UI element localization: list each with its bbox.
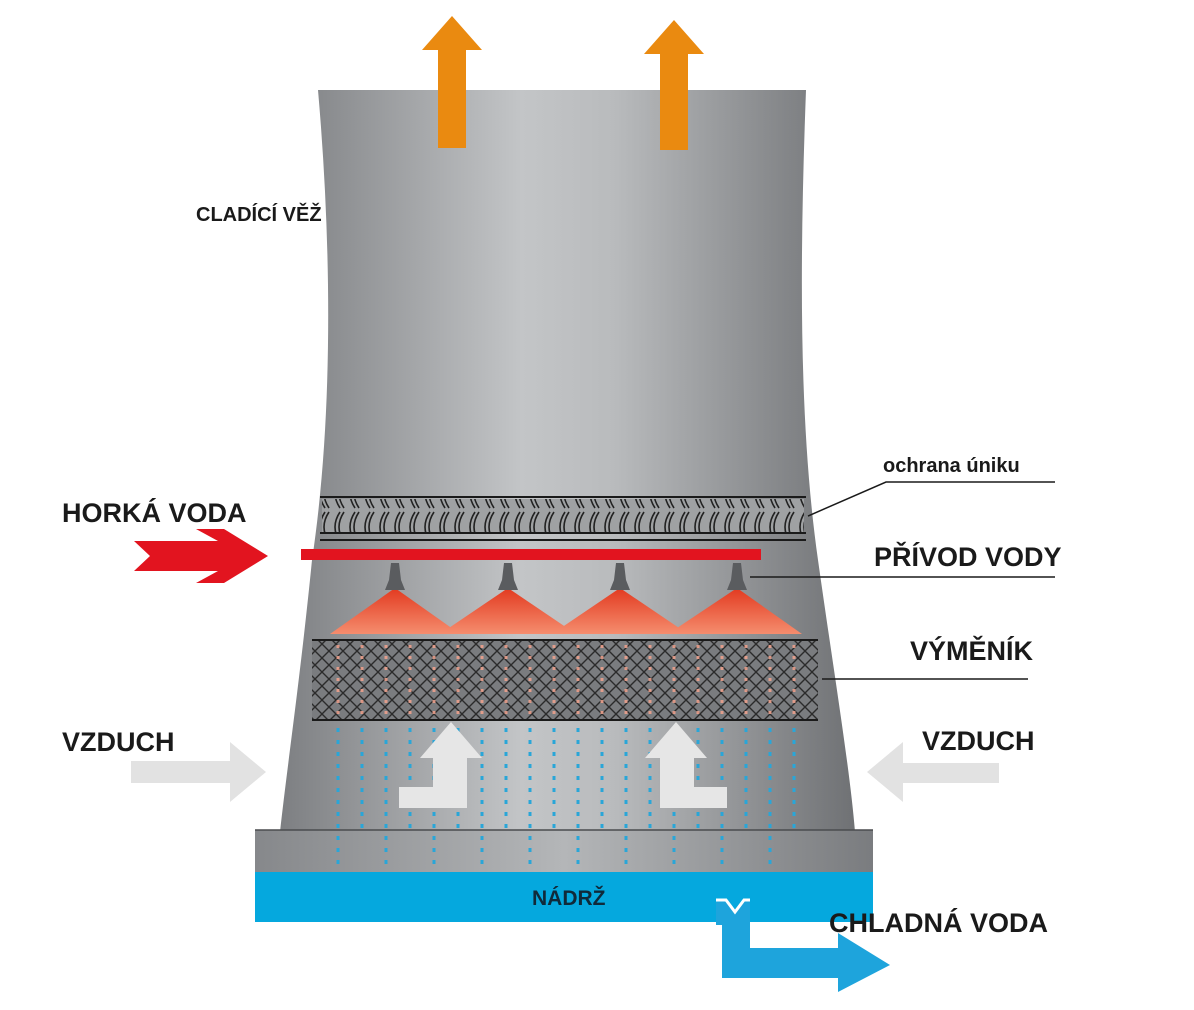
label-hot-water: HORKÁ VODA xyxy=(62,498,247,528)
water-tank xyxy=(255,872,873,922)
label-exchanger: VÝMĚNÍK xyxy=(910,636,1034,666)
arrow-up-icon xyxy=(422,16,704,150)
spray-cones xyxy=(330,588,802,634)
label-air-left: VZDUCH xyxy=(62,727,175,757)
tower-base xyxy=(255,830,873,872)
outflow-arrow-icon xyxy=(716,898,890,992)
arrow-horizontal-icon xyxy=(131,742,999,802)
warm-drops xyxy=(336,645,796,716)
label-air-right: VZDUCH xyxy=(922,726,1035,756)
drift-eliminator xyxy=(320,496,806,541)
label-water-supply: PŘÍVOD VODY xyxy=(874,542,1062,572)
water-supply-pipe xyxy=(301,549,761,560)
heat-exchanger xyxy=(312,639,818,721)
label-drift-eliminator: ochrana úniku xyxy=(883,455,1020,477)
leader-lines xyxy=(750,481,1055,680)
arrow-right-icon xyxy=(134,529,268,583)
label-tank: NÁDRŽ xyxy=(532,887,606,910)
spray-nozzle-icon xyxy=(385,563,747,590)
arrow-bend-up-icon xyxy=(399,722,727,808)
label-cold-water: CHLADNÁ VODA xyxy=(829,908,1048,938)
label-tower: CLADÍCÍ VĚŽ xyxy=(196,204,322,226)
